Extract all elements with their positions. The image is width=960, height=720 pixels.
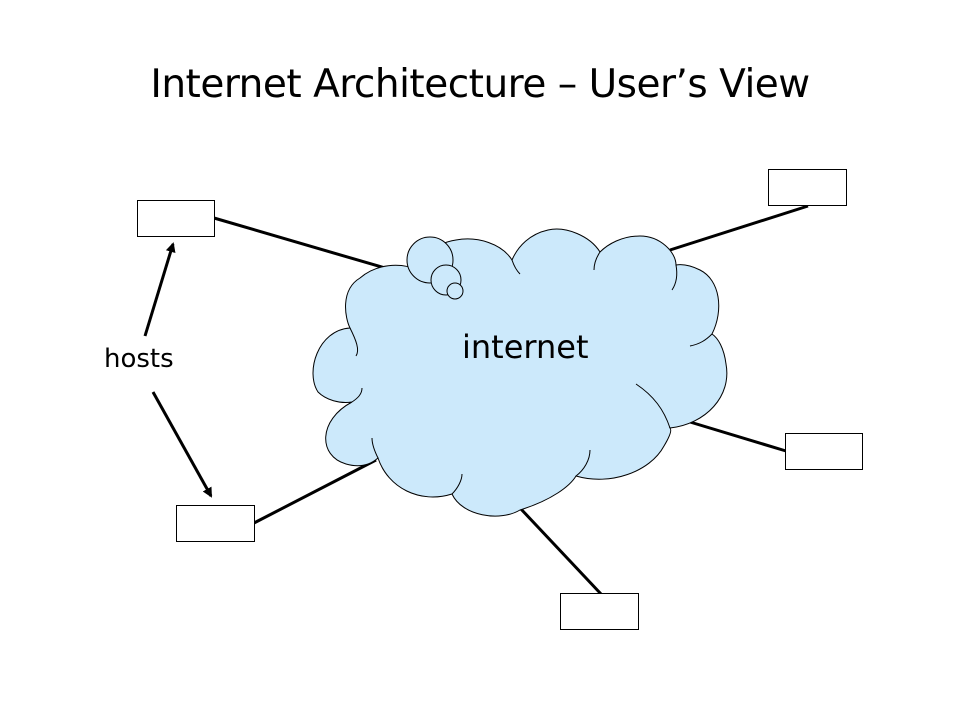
cloud-bubble-small [446,282,464,300]
cloud-contour [451,473,463,495]
cloud-contour [351,387,363,403]
cloud-contour [689,333,713,347]
cloud-contour [593,251,601,271]
cloud-contour [575,449,591,477]
cloud-label: internet [462,328,589,366]
cloud-shape [312,228,728,517]
link-bottom-left [253,458,377,525]
arrow-to-host-top-left [143,242,176,337]
link-top-left [213,216,386,270]
link-bottom [518,506,603,596]
link-top-right [669,204,809,252]
cloud-contour [349,327,359,357]
host-box-top-right [768,169,847,206]
cloud-contour [671,264,678,291]
arrow-to-host-bottom-left [151,391,213,498]
host-box-bottom [560,593,639,630]
host-box-top-left [137,200,215,237]
host-box-bottom-left [176,505,255,542]
cloud-contour [635,383,671,429]
cloud-contour [511,259,521,275]
slide-title: Internet Architecture – User’s View [150,62,810,107]
link-right [689,420,787,453]
internet-cloud [312,228,728,517]
cloud-contour [371,437,379,459]
host-box-right [785,433,863,470]
hosts-label: hosts [104,344,174,374]
